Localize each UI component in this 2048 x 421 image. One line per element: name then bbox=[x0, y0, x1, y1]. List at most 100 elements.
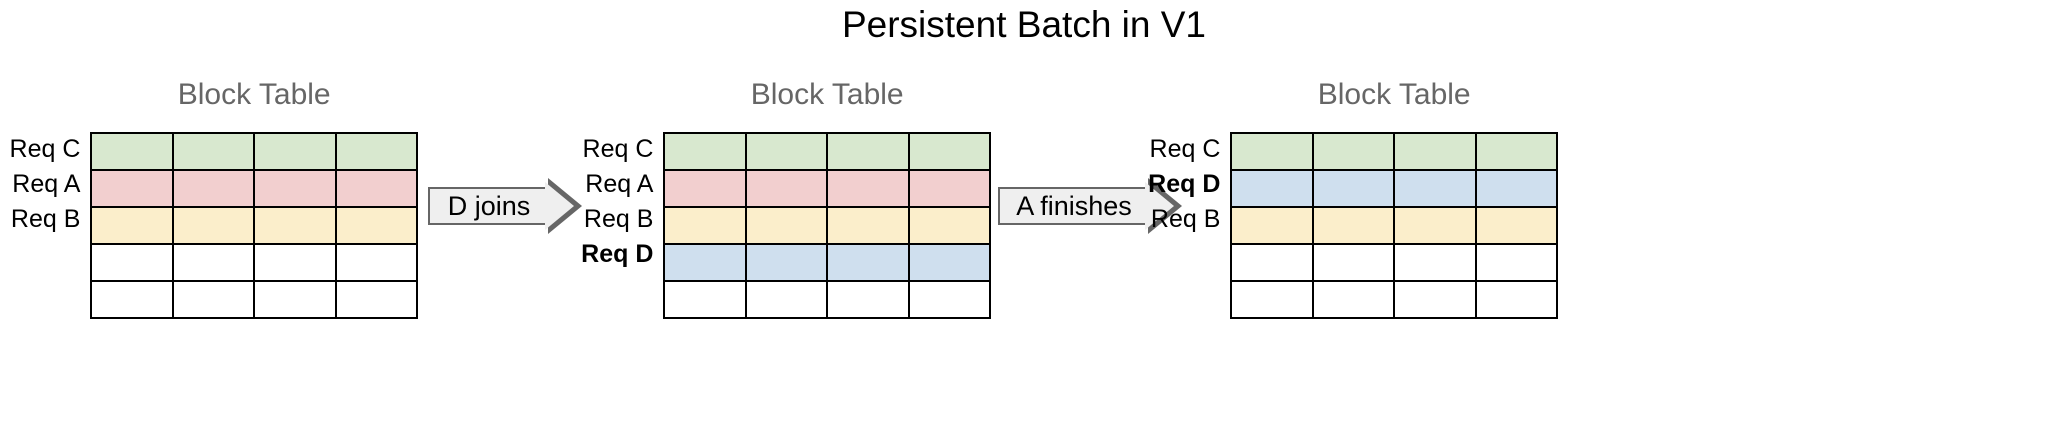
block-cell bbox=[1311, 132, 1396, 171]
block-cell bbox=[663, 132, 747, 171]
block-cell bbox=[1474, 132, 1559, 171]
block-cell bbox=[1474, 169, 1559, 208]
panel-1-rows bbox=[90, 132, 419, 319]
block-cell bbox=[1474, 243, 1559, 282]
block-cell bbox=[744, 169, 829, 208]
row-label: Req A bbox=[12, 170, 81, 198]
table-row bbox=[90, 243, 419, 282]
block-cell bbox=[744, 280, 829, 319]
block-cell bbox=[1230, 280, 1314, 319]
block-cell bbox=[826, 169, 910, 208]
table-row bbox=[1230, 132, 1559, 171]
block-cell bbox=[171, 280, 256, 319]
block-cell bbox=[826, 206, 910, 245]
block-cell bbox=[1311, 169, 1396, 208]
panel-2-block-table bbox=[663, 132, 992, 319]
block-cell bbox=[744, 206, 829, 245]
block-cell bbox=[1474, 206, 1559, 245]
panel-3-block-table bbox=[1230, 132, 1559, 319]
row-label: Req A bbox=[585, 170, 654, 198]
panel-1-block-table bbox=[90, 132, 419, 319]
block-cell bbox=[90, 169, 174, 208]
block-cell bbox=[663, 280, 747, 319]
block-cell bbox=[90, 132, 174, 171]
panel-3-rows bbox=[1230, 132, 1559, 319]
table-row bbox=[663, 243, 992, 282]
row-label bbox=[1140, 272, 1222, 307]
block-cell bbox=[1311, 280, 1396, 319]
panel-2-rows bbox=[663, 132, 992, 319]
table-row bbox=[90, 132, 419, 171]
arrow-d-joins: D joins bbox=[428, 178, 582, 234]
block-cell bbox=[253, 280, 337, 319]
block-cell bbox=[826, 243, 910, 282]
row-label: Req C bbox=[1149, 135, 1221, 163]
arrow-a-finishes-label: A finishes bbox=[1016, 190, 1132, 221]
block-cell bbox=[826, 280, 910, 319]
block-cell bbox=[744, 132, 829, 171]
block-cell bbox=[334, 169, 419, 208]
block-cell bbox=[1230, 206, 1314, 245]
block-cell bbox=[663, 243, 747, 282]
row-label: Req D bbox=[1148, 170, 1221, 198]
arrow-d-joins-label: D joins bbox=[447, 190, 531, 221]
block-cell bbox=[1393, 243, 1477, 282]
row-label bbox=[573, 272, 655, 307]
row-label: Req B bbox=[10, 205, 81, 233]
table-row bbox=[1230, 243, 1559, 282]
block-cell bbox=[90, 280, 174, 319]
block-cell bbox=[90, 206, 174, 245]
block-cell bbox=[907, 206, 992, 245]
arrow-d-joins-body: D joins bbox=[428, 187, 548, 225]
block-cell bbox=[907, 169, 992, 208]
row-label: Req B bbox=[583, 205, 654, 233]
row-label bbox=[1140, 237, 1222, 272]
block-cell bbox=[1393, 206, 1477, 245]
panel-3-row-labels: Req C Req D Req B bbox=[1140, 132, 1222, 307]
block-cell bbox=[334, 280, 419, 319]
table-row bbox=[1230, 206, 1559, 245]
row-label: Req B bbox=[1150, 205, 1221, 233]
row-label: Req D bbox=[581, 240, 654, 268]
arrow-a-finishes-body: A finishes bbox=[998, 187, 1148, 225]
arrow-head-icon bbox=[1145, 178, 1182, 234]
block-cell bbox=[1230, 243, 1314, 282]
block-cell bbox=[1474, 280, 1559, 319]
block-cell bbox=[1393, 280, 1477, 319]
table-row bbox=[90, 169, 419, 208]
block-cell bbox=[907, 132, 992, 171]
block-cell bbox=[171, 243, 256, 282]
block-cell bbox=[907, 243, 992, 282]
page-title: Persistent Batch in V1 bbox=[841, 4, 1207, 45]
table-row bbox=[1230, 169, 1559, 208]
block-cell bbox=[334, 243, 419, 282]
block-cell bbox=[826, 132, 910, 171]
block-cell bbox=[907, 280, 992, 319]
table-row bbox=[1230, 280, 1559, 319]
panel-2-title: Block Table bbox=[750, 78, 904, 111]
block-cell bbox=[1393, 132, 1477, 171]
block-cell bbox=[171, 132, 256, 171]
panel-2-grid-wrap: Req C Req A Req B Req D bbox=[573, 132, 992, 319]
panel-1-grid-wrap: Req C Req A Req B bbox=[0, 132, 419, 319]
table-row bbox=[663, 132, 992, 171]
block-cell bbox=[1311, 206, 1396, 245]
block-cell bbox=[744, 243, 829, 282]
block-cell bbox=[253, 132, 337, 171]
block-cell bbox=[663, 169, 747, 208]
table-row bbox=[663, 169, 992, 208]
diagram-stage: Block Table Req C Req A Req B D joins Bl… bbox=[0, 78, 2048, 319]
row-label bbox=[0, 272, 82, 307]
block-cell bbox=[1393, 169, 1477, 208]
row-label: Req C bbox=[582, 135, 654, 163]
table-row bbox=[663, 206, 992, 245]
block-cell bbox=[1230, 169, 1314, 208]
panel-3-title: Block Table bbox=[1317, 78, 1471, 111]
block-cell bbox=[171, 206, 256, 245]
block-cell bbox=[253, 206, 337, 245]
arrow-head-icon bbox=[545, 178, 582, 234]
panel-2-row-labels: Req C Req A Req B Req D bbox=[573, 132, 655, 307]
panel-3-grid-wrap: Req C Req D Req B bbox=[1140, 132, 1559, 319]
panel-1-row-labels: Req C Req A Req B bbox=[0, 132, 82, 307]
block-cell bbox=[1230, 132, 1314, 171]
